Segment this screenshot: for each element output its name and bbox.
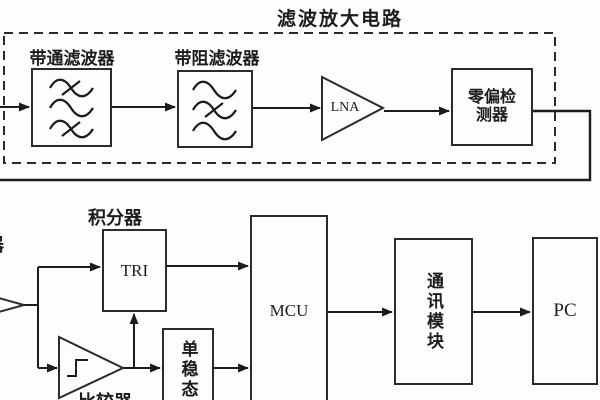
- zero-offset-detector-block: 零偏检测器: [451, 68, 533, 146]
- detector-output-feedback-line: [0, 109, 592, 182]
- bandstop-filter-icon: [192, 80, 237, 141]
- lna-amplifier-icon: [321, 75, 386, 142]
- zero-offset-detector-label: 零偏检测器: [467, 88, 516, 124]
- bandpass-filter-icon: [49, 78, 94, 139]
- bandstop-filter-label: 带阻滤波器: [174, 49, 260, 68]
- comm-module-block: 通讯模块: [394, 238, 473, 385]
- integrator-label: 积分器: [88, 208, 142, 228]
- comparator-label: 比较器: [60, 388, 150, 400]
- bandstop-filter-block: [177, 70, 253, 148]
- pc-block: PC: [532, 237, 598, 385]
- monostable-label: 单稳态: [178, 340, 198, 400]
- lna-label: LNA: [330, 100, 360, 115]
- bandpass-filter-block: [31, 68, 112, 147]
- mcu-block: MCU: [250, 215, 328, 400]
- monostable-block: 单稳态: [162, 328, 214, 400]
- bandpass-filter-label: 带通滤波器: [29, 49, 115, 68]
- dashed-filter-circuit-region: [3, 32, 556, 164]
- tri-integrator-block: TRI: [102, 229, 167, 312]
- diagram-title: 滤波放大电路: [276, 9, 403, 30]
- clipped-label-fragment: 器: [0, 231, 4, 257]
- hysteresis-step-icon: [67, 359, 88, 377]
- comm-module-label: 通讯模块: [424, 271, 443, 352]
- comparator-icon: [58, 335, 126, 400]
- clipped-amplifier-icon: [0, 297, 28, 313]
